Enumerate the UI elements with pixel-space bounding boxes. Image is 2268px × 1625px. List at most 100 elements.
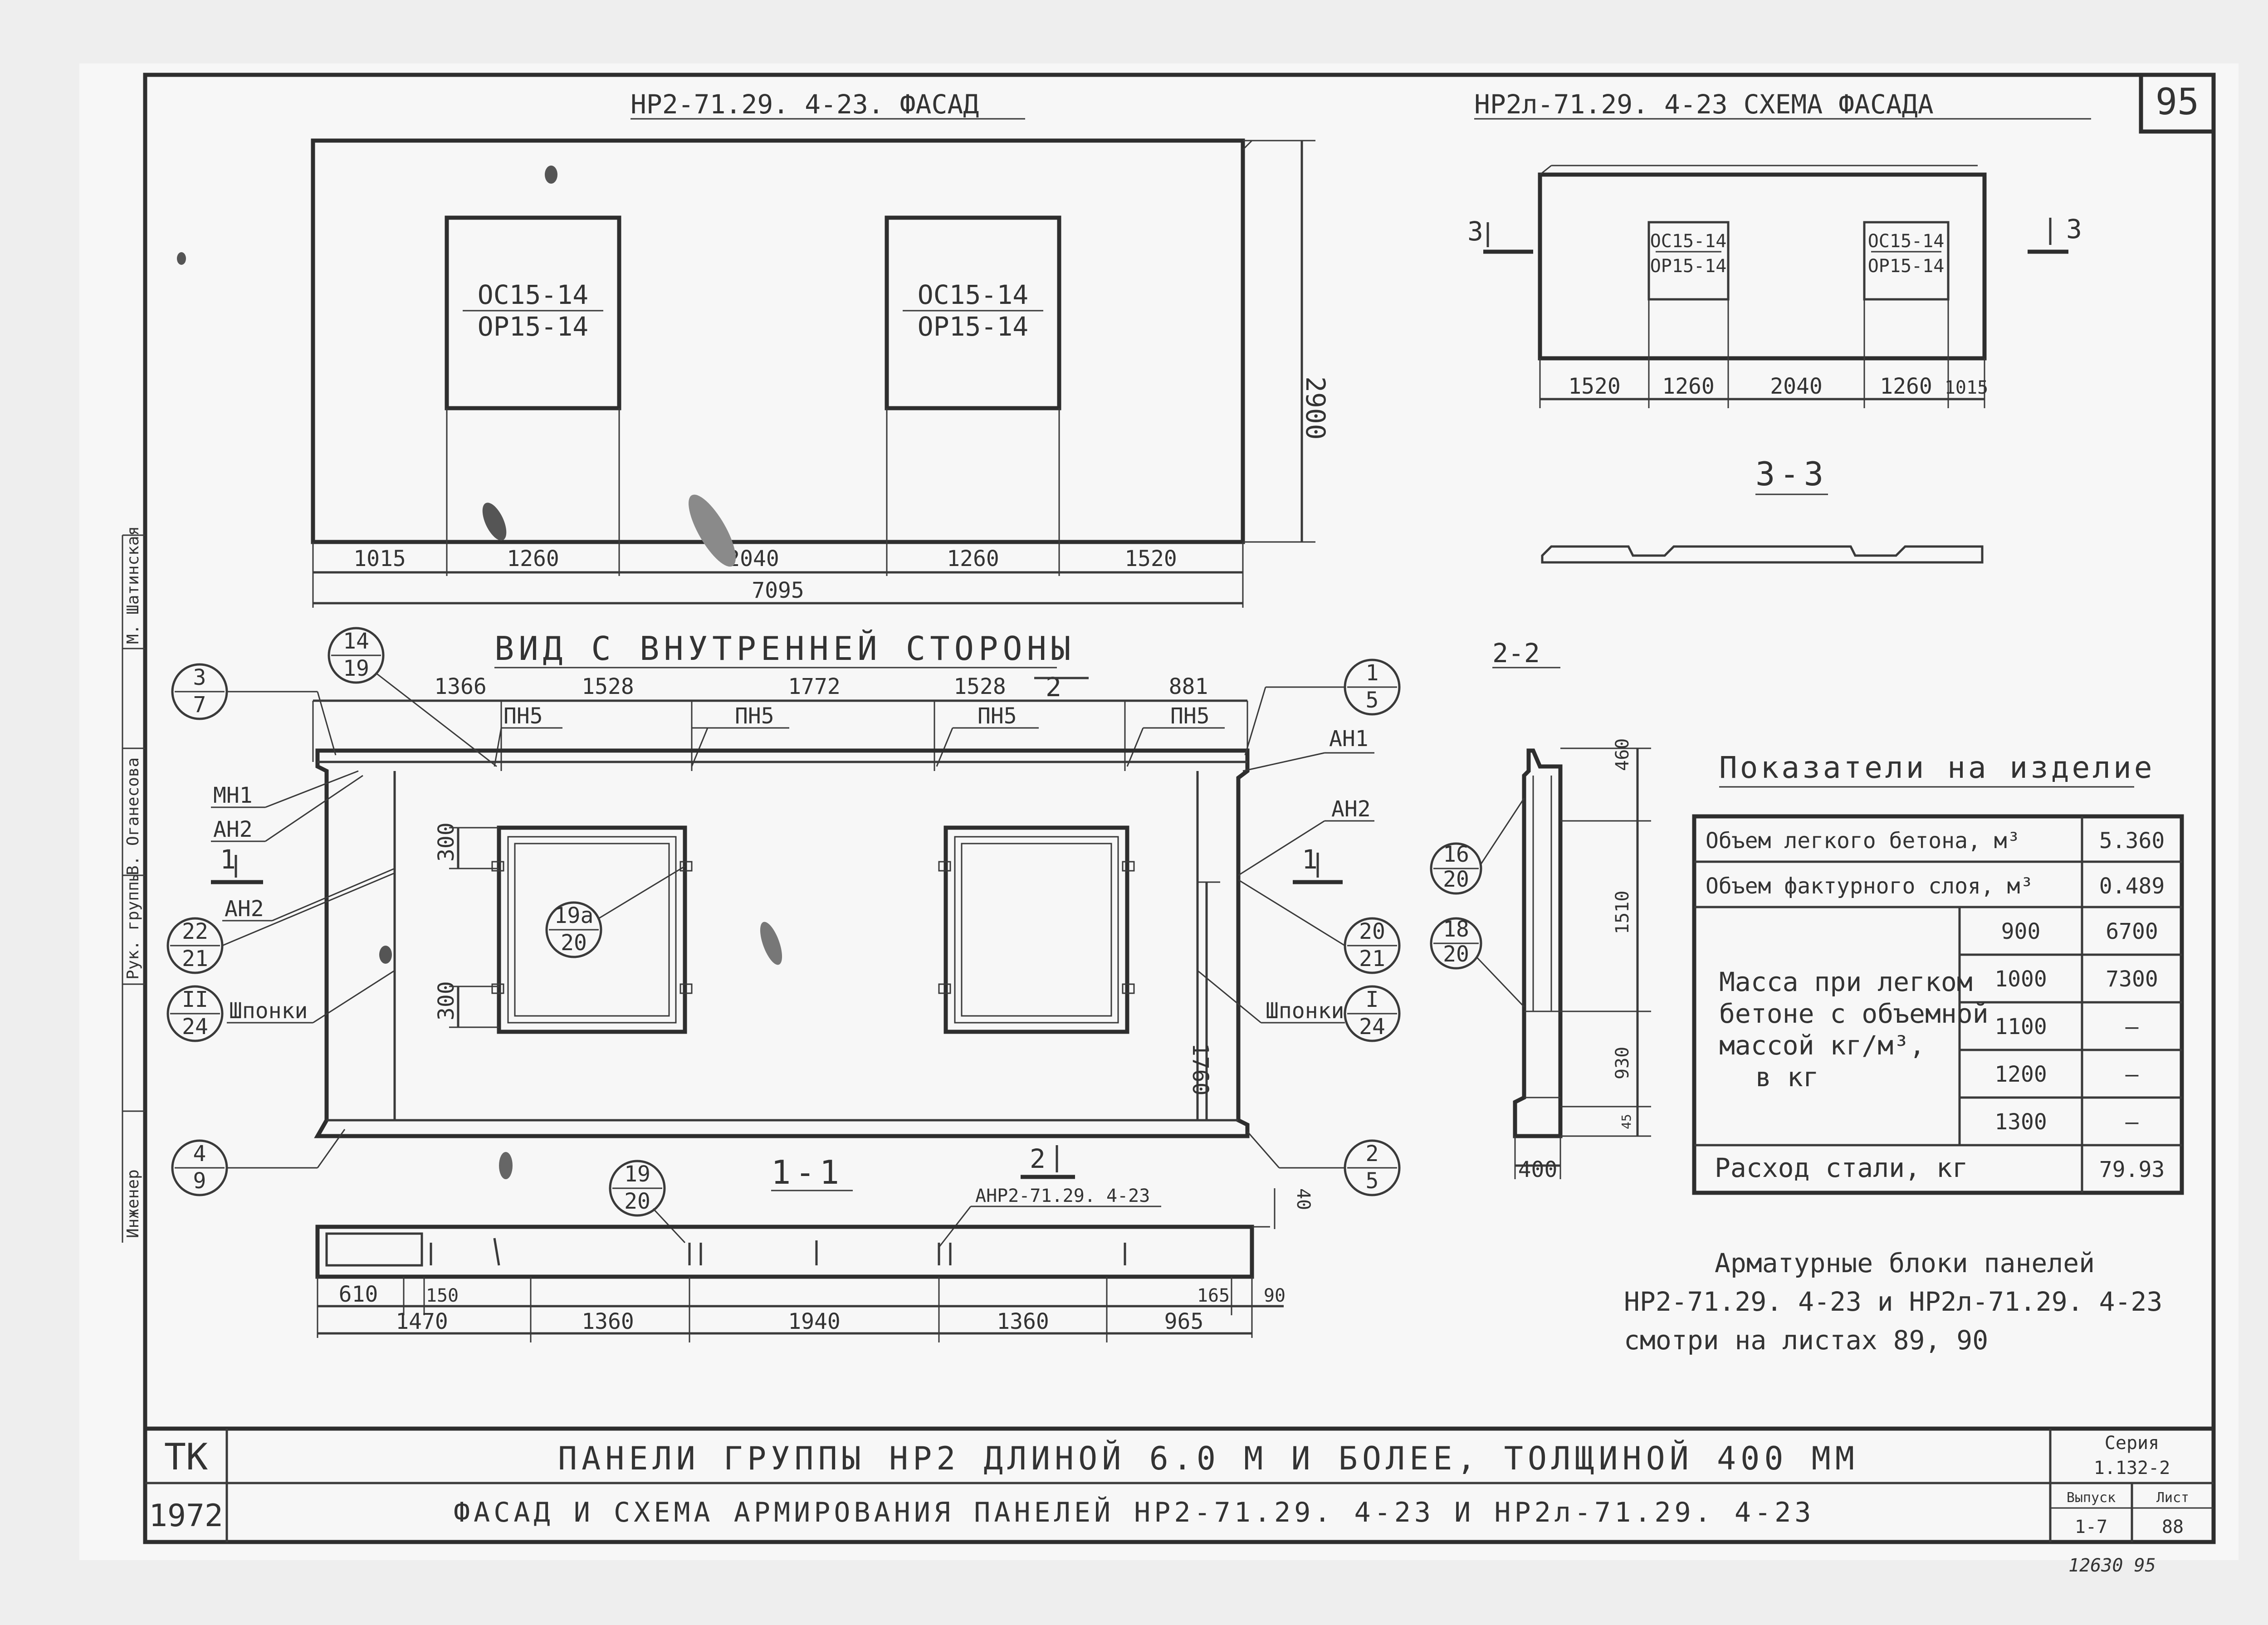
facade-scheme: НР2л-71.29. 4-23 СХЕМА ФАСАДА ОС15-14 ОР…	[1467, 89, 2091, 564]
svg-text:14: 14	[343, 629, 369, 654]
svg-text:19: 19	[624, 1161, 650, 1187]
pn5-label-2: ПН5	[735, 703, 774, 729]
scheme-dim-2: 1260	[1662, 374, 1715, 399]
section-1-dim-bottom-2: 1360	[582, 1309, 634, 1334]
callout-20-21: 20 21	[1238, 879, 1401, 974]
section-2-dim-2: 1510	[1612, 891, 1633, 934]
label-an2-a: АН2	[213, 817, 253, 842]
section-1-dim-top-2: 150	[426, 1285, 459, 1306]
callout-19-20: 19 20	[609, 1160, 686, 1244]
facade-opening-1	[445, 215, 621, 410]
mass-density-2: 1000	[1994, 966, 2047, 992]
svg-text:3: 3	[193, 665, 206, 690]
pn5-label-4: ПН5	[1170, 703, 1210, 729]
title-block: ТК 1972 ПАНЕЛИ ГРУППЫ НР2 ДЛИНОЙ 6.0 М И…	[145, 1426, 2214, 1542]
inner-title: ВИД С ВНУТРЕННЕЙ СТОРОНЫ	[494, 630, 1075, 668]
svg-text:22: 22	[182, 919, 208, 944]
scheme-opening-1-top: ОС15-14	[1650, 231, 1727, 252]
window-anchors	[491, 861, 1135, 994]
note-line-1: Арматурные блоки панелей	[1715, 1248, 2095, 1279]
note-line-2: НР2-71.29. 4-23 и НР2л-71.29. 4-23	[1624, 1286, 2162, 1317]
section-1-dim-top-4: 90	[1264, 1285, 1286, 1306]
section-2-dim-4: 45	[1619, 1114, 1634, 1129]
section-1-1: 1-1 2 АНР2-71.29. 4-23 19 20 40 6	[315, 1143, 1314, 1342]
sheet-value: 88	[2162, 1517, 2184, 1537]
facade-dim-5: 1520	[1124, 546, 1177, 571]
row-facing-label: Объем фактурного слоя, м³	[1706, 873, 2033, 899]
callout-22-21: 22 21	[166, 872, 395, 974]
scheme-dim-3: 2040	[1770, 374, 1823, 399]
svg-text:16: 16	[1443, 842, 1469, 867]
indicators-title: Показатели на изделие	[1719, 750, 2155, 785]
facade-dim-2: 1260	[507, 546, 559, 571]
svg-text:4: 4	[193, 1141, 206, 1166]
callout-II-24: II 24	[166, 985, 224, 1042]
scheme-title: НР2л-71.29. 4-23 СХЕМА ФАСАДА	[1474, 89, 1934, 120]
callout-4-9: 4 9	[171, 1129, 346, 1196]
callout-3-7: 3 7	[171, 663, 337, 756]
mass-label-2: бетоне с объемной	[1719, 998, 1989, 1029]
series-label: Серия	[2105, 1433, 2159, 1454]
label-shponki-right: Шпонки	[1266, 998, 1344, 1024]
section-1-dim-bottom-4: 1360	[997, 1309, 1049, 1334]
signature-strip: Инженер Рук. группы В. Оганесова М. Шати…	[122, 526, 145, 1243]
svg-text:21: 21	[182, 946, 208, 971]
mass-value-5: —	[2126, 1109, 2139, 1135]
label-shponki-left: Шпонки	[229, 998, 308, 1024]
title-line-2: ФАСАД И СХЕМА АРМИРОВАНИЯ ПАНЕЛЕЙ НР2-71…	[454, 1496, 1814, 1528]
label-an1: АН1	[1329, 726, 1369, 752]
scheme-opening-2	[1863, 221, 1950, 301]
svg-text:20: 20	[561, 930, 587, 956]
svg-text:21: 21	[1359, 946, 1385, 971]
section-2-width: 400	[1518, 1157, 1558, 1182]
scheme-dim-1: 1520	[1568, 374, 1621, 399]
note: Арматурные блоки панелей НР2-71.29. 4-23…	[1624, 1248, 2162, 1356]
facade-total: 7095	[752, 578, 804, 603]
facade-height: 2900	[1300, 376, 1331, 440]
section-1-marker-left: 1	[220, 844, 236, 875]
section-1-dim-bottom-1: 1470	[396, 1309, 448, 1334]
section-1-right-dim: 40	[1293, 1188, 1314, 1210]
inner-opening-2	[943, 825, 1129, 1034]
svg-text:20: 20	[624, 1189, 650, 1214]
mass-value-4: —	[2126, 1062, 2139, 1087]
scheme-dim-5: 1015	[1945, 377, 1988, 398]
row-steel-value: 79.93	[2099, 1157, 2165, 1182]
sheet-frame	[143, 73, 2216, 1544]
inner-dim-4: 1528	[953, 674, 1006, 699]
sig-role-group-head: Рук. группы	[124, 872, 142, 980]
series-value: 1.132-2	[2094, 1458, 2170, 1479]
section-1-dim-top-3: 165	[1197, 1285, 1230, 1306]
sheet-number-box	[2139, 73, 2216, 134]
dim-300-a: 300	[434, 822, 459, 862]
section-3-3-outline	[1541, 545, 1984, 564]
label-an2-b: АН2	[225, 896, 264, 922]
callout-14-19: 14 19	[327, 627, 497, 767]
section-2-marker-bottom: 2	[1030, 1143, 1046, 1174]
scheme-opening-1	[1647, 221, 1730, 301]
inner-panel-outline	[314, 748, 1250, 1138]
callout-19a-20: 19а 20	[545, 865, 685, 958]
scheme-dim-4: 1260	[1880, 374, 1932, 399]
section-1-marker-right: 1	[1302, 844, 1318, 875]
facade-opening-2	[885, 215, 1061, 410]
inner-opening-1	[497, 825, 687, 1034]
paper	[79, 63, 2239, 1560]
facade-opening-2-bottom: ОР15-14	[918, 311, 1028, 342]
callout-18-20: 18 20	[1430, 917, 1525, 1008]
facade-opening-2-top: ОС15-14	[918, 279, 1028, 310]
archive-number: 12630 95	[2068, 1555, 2156, 1576]
section-2-dim-3: 930	[1612, 1047, 1633, 1079]
svg-text:9: 9	[193, 1168, 206, 1194]
sig-name-oganesova: В. Оганесова	[124, 757, 142, 875]
indicators-table: Показатели на изделие Объем легкого бето…	[1692, 750, 2184, 1195]
mass-value-3: —	[2126, 1014, 2139, 1039]
scheme-opening-2-top: ОС15-14	[1868, 231, 1945, 252]
mass-value-2: 7300	[2106, 966, 2158, 992]
svg-text:20: 20	[1443, 942, 1469, 967]
callout-1-5: 1 5	[1244, 659, 1401, 756]
sig-role-engineer: Инженер	[124, 1169, 142, 1238]
dim-300-b: 300	[434, 981, 459, 1020]
svg-text:1: 1	[1366, 660, 1379, 686]
